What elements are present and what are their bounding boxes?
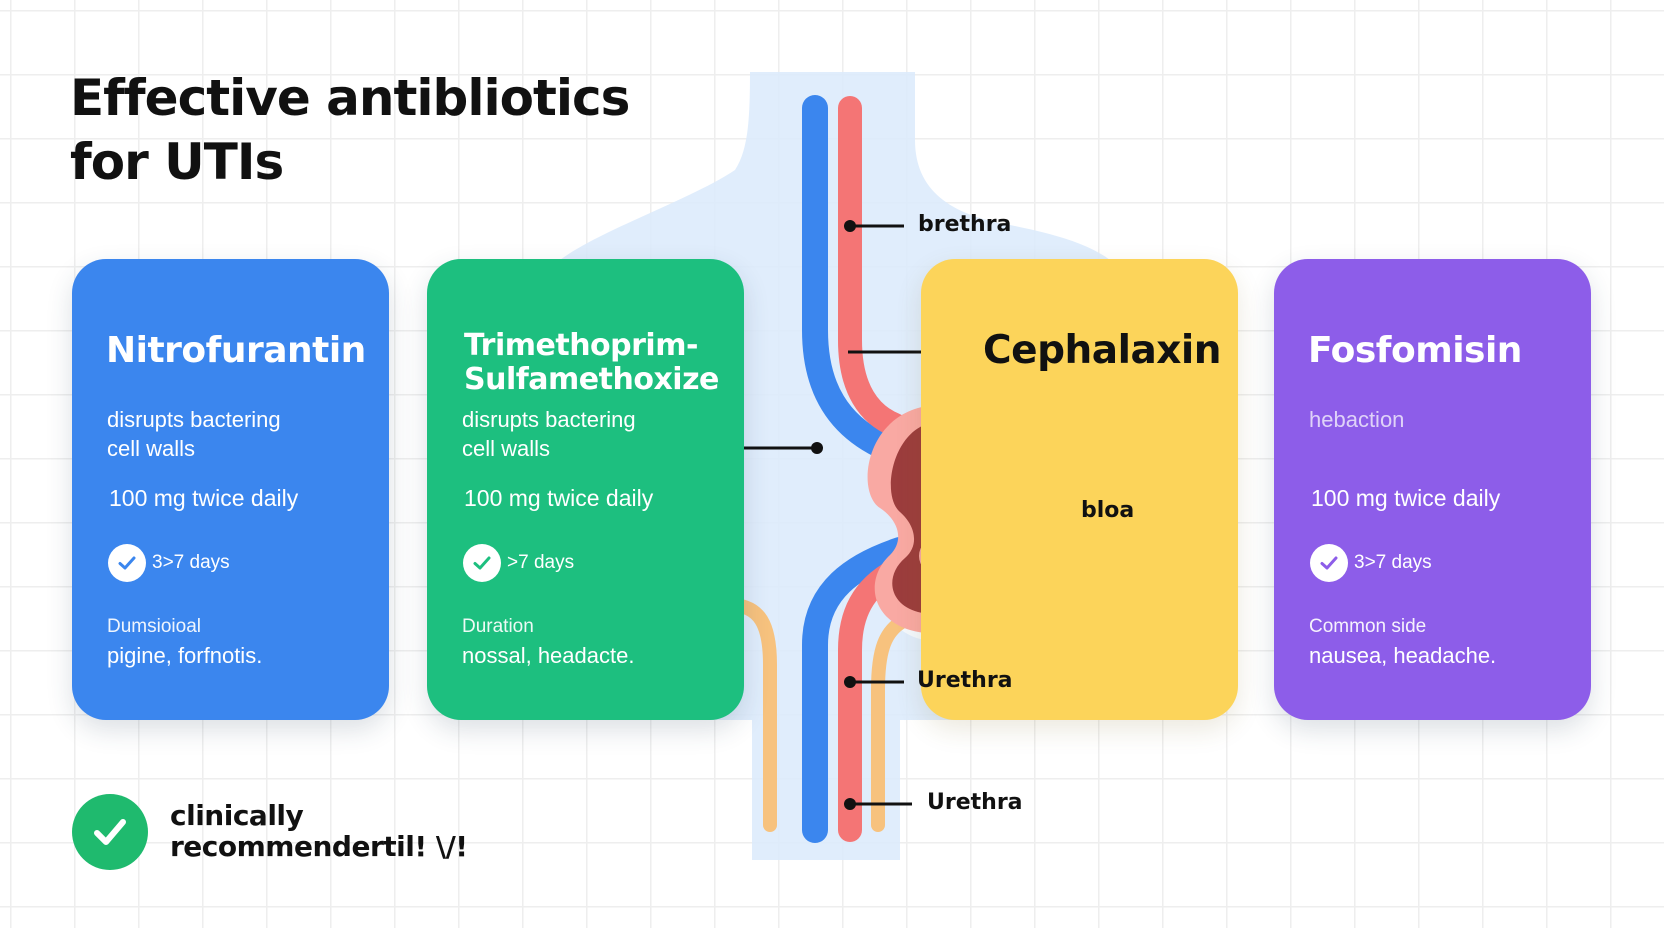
card-mechanism: hebaction <box>1309 407 1405 432</box>
page-title: Effective antibliotics for UTIs <box>70 66 630 194</box>
card-mechanism: disrupts bactering cell walls <box>462 405 636 463</box>
card-cephalaxin: Cephalaxin <box>921 259 1238 720</box>
card-title: Nitrofurantin <box>106 330 366 371</box>
card-title-line-2: Sulfamethoxize <box>464 362 719 397</box>
card-side-label: Common side <box>1309 616 1427 637</box>
card-side-value: nausea, headache. <box>1309 643 1497 668</box>
card-side-value: pigine, forfnotis. <box>107 643 263 668</box>
card-duration: >7 days <box>463 544 574 582</box>
card-trimethoprim: Trimethoprim- Sulfamethoxize disrupts ba… <box>427 259 744 720</box>
mechanism-line-1: disrupts bactering <box>107 407 281 432</box>
callout-label-middle: bloa <box>1081 498 1135 523</box>
card-title: Cephalaxin <box>983 328 1222 373</box>
card-nitrofurantin: Nitrofurantin disrupts bactering cell wa… <box>72 259 389 720</box>
mechanism-line-1: disrupts bactering <box>462 407 636 432</box>
card-dose: 100 mg twice daily <box>109 485 299 511</box>
recommendation-line-2: recommendertil! \/! <box>170 830 468 863</box>
card-fosfomisin: Fosfomisin hebaction 100 mg twice daily … <box>1274 259 1591 720</box>
red-vessel <box>838 96 907 437</box>
card-title: Fosfomisin <box>1308 330 1522 371</box>
card-dose: 100 mg twice daily <box>464 485 654 511</box>
checkmark-icon <box>463 544 501 582</box>
card-side-label: Dumsioioal <box>107 616 201 637</box>
recommendation-label: clinically recommendertil! \/! <box>170 800 468 862</box>
duration-text: >7 days <box>507 552 575 573</box>
card-duration: 3>7 days <box>1310 544 1432 582</box>
card-title: Trimethoprim- Sulfamethoxize <box>464 329 726 397</box>
recommendation-line-1: clinically <box>170 799 304 832</box>
card-mechanism: disrupts bactering cell walls <box>107 405 281 463</box>
callout-label-top: brethra <box>918 212 1012 237</box>
blue-vessel-lower <box>802 537 913 843</box>
card-side-label: Duration <box>462 616 534 637</box>
title-line-1: Effective antibliotics <box>70 69 630 127</box>
callout-label-lower: Urethra <box>917 668 1013 693</box>
checkmark-icon <box>1310 544 1348 582</box>
callout-label-bottom: Urethra <box>927 790 1023 815</box>
mechanism-line-2: cell walls <box>107 436 196 461</box>
card-side-value: nossal, headacte. <box>462 643 635 668</box>
checkmark-icon <box>108 544 146 582</box>
card-dose: 100 mg twice daily <box>1311 485 1501 511</box>
mechanism-line-2: cell walls <box>462 436 551 461</box>
title-line-2: for UTIs <box>70 133 284 191</box>
blue-vessel <box>802 95 893 458</box>
card-duration: 3>7 days <box>108 544 230 582</box>
card-title-line-1: Trimethoprim- <box>464 328 698 363</box>
duration-text: 3>7 days <box>1354 552 1432 573</box>
duration-text: 3>7 days <box>152 552 230 573</box>
check-circle-icon <box>72 794 148 870</box>
